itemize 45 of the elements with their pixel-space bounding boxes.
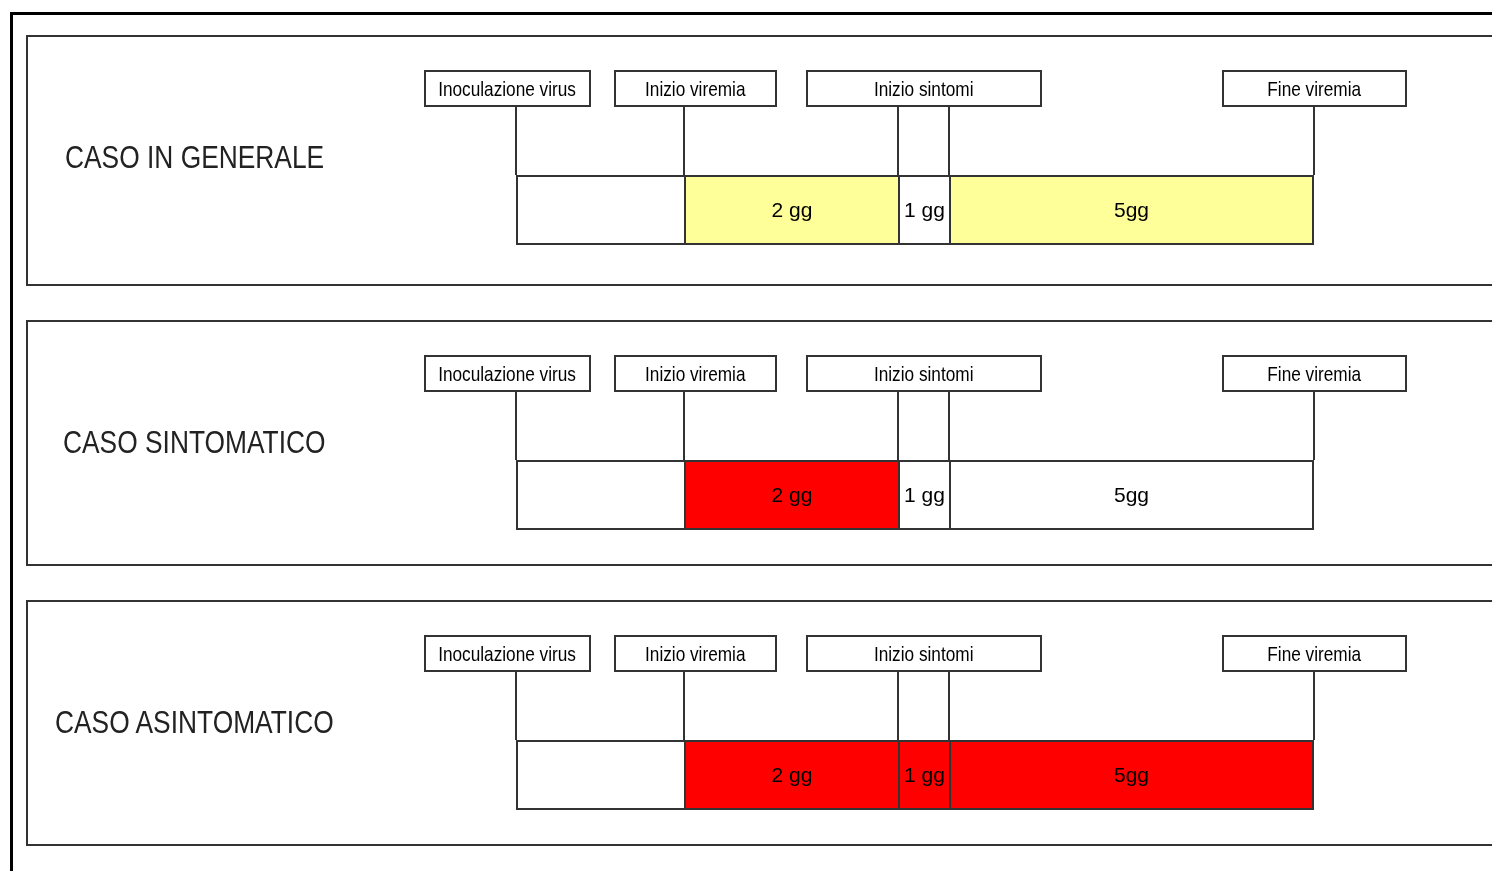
event-label-box: Inoculazione virus bbox=[424, 355, 591, 392]
panel bbox=[26, 35, 1492, 286]
panel bbox=[26, 320, 1492, 566]
leader-line bbox=[948, 391, 950, 461]
event-label-box: Inizio sintomi bbox=[806, 70, 1042, 107]
event-label-box: Fine viremia bbox=[1222, 635, 1407, 672]
timeline-segment bbox=[516, 740, 684, 810]
leader-line bbox=[948, 671, 950, 741]
leader-line bbox=[1313, 391, 1315, 461]
leader-line bbox=[948, 106, 950, 176]
leader-line bbox=[683, 106, 685, 176]
event-label-box: Inizio sintomi bbox=[806, 355, 1042, 392]
panel-title: CASO ASINTOMATICO bbox=[55, 705, 334, 741]
panel bbox=[26, 600, 1492, 846]
timeline-segment: 5gg bbox=[949, 460, 1314, 530]
leader-line bbox=[1313, 106, 1315, 176]
event-label-box: Fine viremia bbox=[1222, 70, 1407, 107]
timeline-segment: 1 gg bbox=[898, 460, 949, 530]
event-label-box: Inizio sintomi bbox=[806, 635, 1042, 672]
event-label-box: Inoculazione virus bbox=[424, 70, 591, 107]
timeline-segment bbox=[516, 460, 684, 530]
panel-title: CASO IN GENERALE bbox=[65, 140, 325, 176]
timeline-segment: 1 gg bbox=[898, 740, 949, 810]
leader-line bbox=[897, 391, 899, 461]
event-label-box: Inoculazione virus bbox=[424, 635, 591, 672]
event-label-box: Inizio viremia bbox=[614, 635, 777, 672]
timeline-segment: 2 gg bbox=[684, 740, 898, 810]
timeline-segment: 2 gg bbox=[684, 460, 898, 530]
leader-line bbox=[515, 106, 517, 176]
event-label-box: Inizio viremia bbox=[614, 70, 777, 107]
leader-line bbox=[683, 391, 685, 461]
leader-line bbox=[897, 671, 899, 741]
timeline-segment: 1 gg bbox=[898, 175, 949, 245]
panel-title: CASO SINTOMATICO bbox=[63, 425, 326, 461]
timeline-segment bbox=[516, 175, 684, 245]
leader-line bbox=[1313, 671, 1315, 741]
timeline-segment: 2 gg bbox=[684, 175, 898, 245]
event-label-box: Inizio viremia bbox=[614, 355, 777, 392]
timeline-segment: 5gg bbox=[949, 740, 1314, 810]
leader-line bbox=[515, 391, 517, 461]
timeline-segment: 5gg bbox=[949, 175, 1314, 245]
event-label-box: Fine viremia bbox=[1222, 355, 1407, 392]
leader-line bbox=[683, 671, 685, 741]
leader-line bbox=[515, 671, 517, 741]
leader-line bbox=[897, 106, 899, 176]
